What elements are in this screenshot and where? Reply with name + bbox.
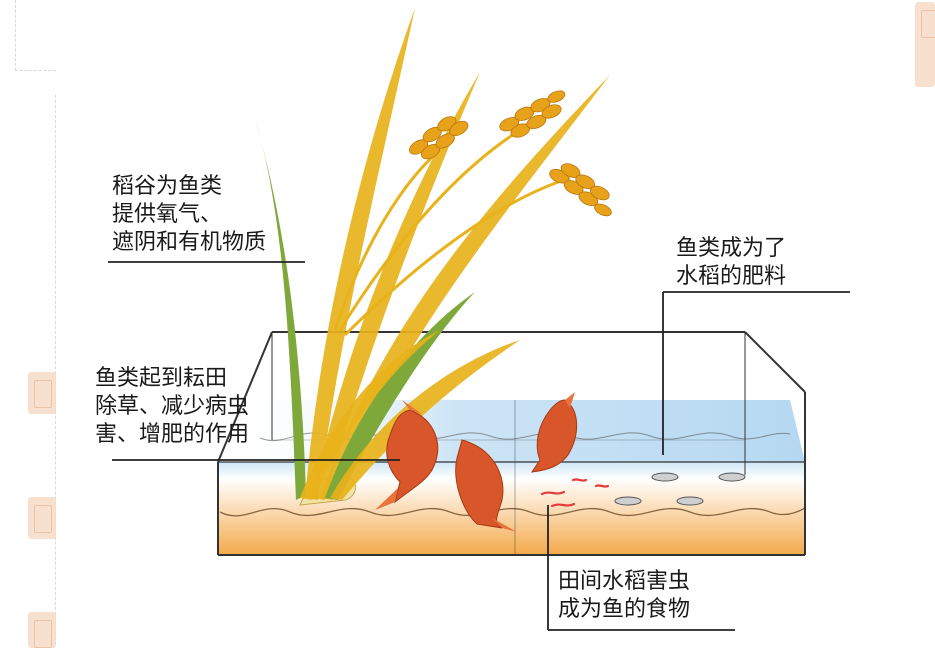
label-line: 遮阴和有机物质 (112, 230, 267, 255)
rice-grain (547, 90, 566, 103)
fish-body (386, 409, 439, 504)
rice-leaf (300, 330, 440, 500)
rice-grain-stem (343, 176, 571, 337)
rice-grain (589, 185, 610, 201)
water-surface (218, 400, 805, 462)
water-body (218, 400, 806, 555)
label-line: 稻谷为鱼类 (112, 174, 223, 199)
label-line: 鱼类起到耘田 (95, 366, 228, 391)
rice-grain-stem (338, 128, 521, 331)
seal-stamp-icon (28, 372, 56, 414)
label-pests-food: 田间水稻害虫 成为鱼的食物 (558, 568, 690, 624)
pest (540, 490, 566, 496)
label-rice-benefit: 稻谷为鱼类 提供氧气、 遮阴和有机物质 (112, 173, 266, 257)
leader-lines (108, 261, 850, 631)
fish-fin (492, 518, 517, 532)
fish-icon (375, 400, 439, 510)
pest-icon (540, 478, 610, 508)
page-edge-top-left (15, 0, 56, 71)
rice-grain-stem (333, 148, 441, 331)
label-line: 提供氧气、 (112, 202, 223, 227)
label-line: 害、增肥的作用 (95, 422, 250, 447)
soil-wave-line (219, 507, 806, 517)
rice-leaf (255, 118, 306, 500)
fish-icon (530, 392, 578, 473)
label-line: 田间水稻害虫 (558, 569, 691, 594)
fish-body (455, 439, 504, 529)
pest (594, 484, 610, 488)
mud-holes (614, 472, 746, 506)
rice-plant (255, 8, 612, 506)
rice-grain (594, 203, 612, 217)
seal-stamp-icon (915, 2, 935, 87)
label-fish-role: 鱼类起到耘田 除草、减少病虫 害、增肥的作用 (95, 365, 249, 449)
rice-grain-head (409, 116, 469, 160)
rice-leaf (325, 292, 475, 500)
seal-stamp-icon (28, 497, 56, 539)
rice-grain-head (499, 90, 566, 138)
seal-stamp-icon (28, 612, 56, 648)
label-line: 除草、减少病虫 (95, 394, 250, 419)
rice-grain (449, 120, 469, 137)
rice-grain (541, 104, 562, 119)
fish-body (530, 399, 578, 473)
rice-grain-head (549, 163, 612, 217)
fish-fin (375, 488, 398, 510)
rice-leaf (312, 72, 480, 500)
rice-leaf (305, 8, 415, 500)
label-line: 水稻的肥料 (676, 264, 787, 289)
label-line: 鱼类成为了 (676, 236, 787, 261)
fish-icon (455, 439, 517, 532)
fish-fin (565, 392, 575, 408)
label-fish-fertilizer: 鱼类成为了 水稻的肥料 (676, 235, 786, 291)
rice-leaf (330, 340, 520, 500)
pest (571, 478, 588, 482)
label-line: 成为鱼的食物 (558, 597, 691, 622)
page-edge-left (55, 95, 56, 645)
pest (550, 502, 576, 508)
fish-fin (402, 400, 422, 414)
